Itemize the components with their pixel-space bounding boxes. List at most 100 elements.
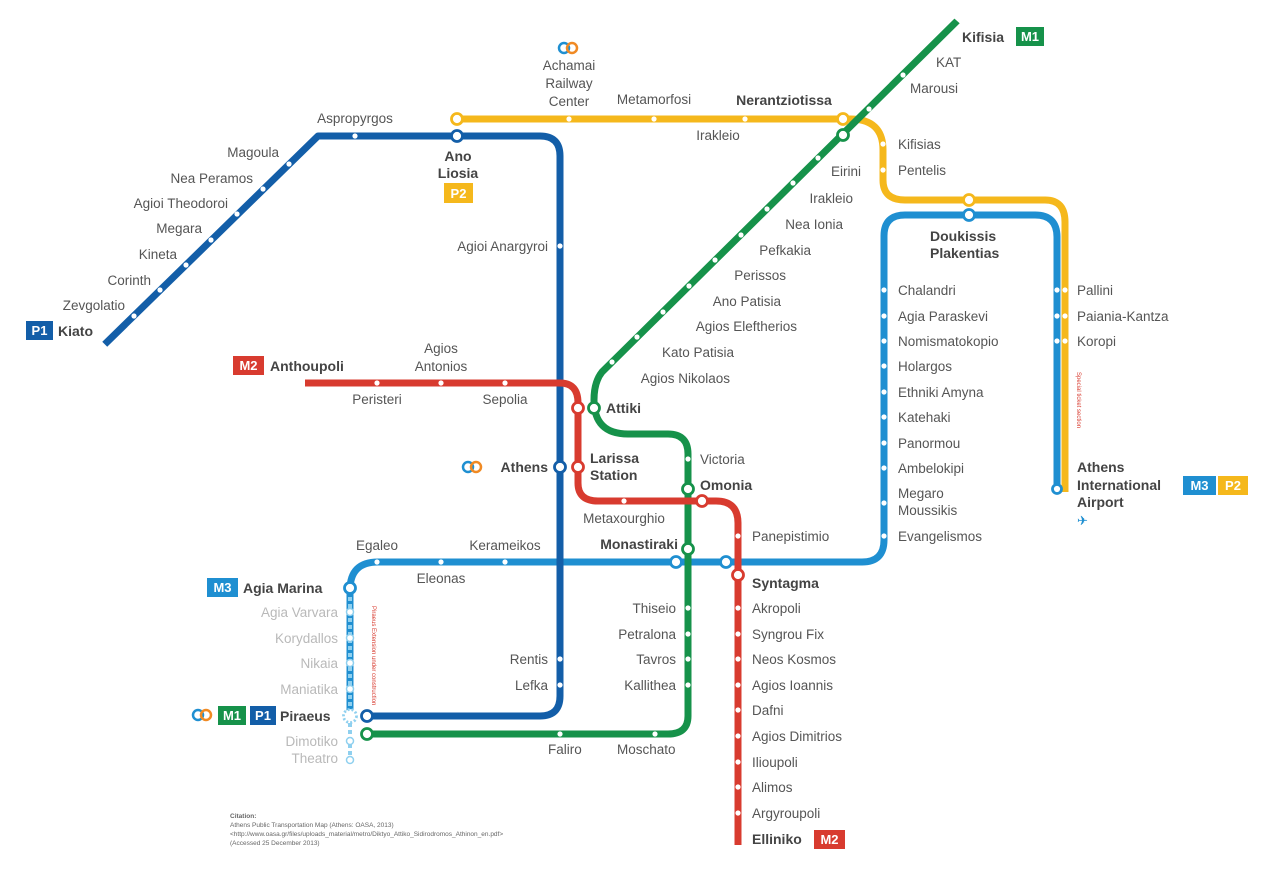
station-label: Zevgolatio [63,298,125,313]
station-label: Irakleio [809,191,853,206]
station-label: Kerameikos [469,538,541,553]
station-label: Eleonas [417,571,466,586]
svg-text:P1: P1 [32,323,48,338]
station-label: Aspropyrgos [317,111,393,126]
station-label: Kallithea [624,678,676,693]
station-label: Monastiraki [600,536,678,552]
station-label: Moussikis [898,503,958,518]
station-label: Koropi [1077,334,1116,349]
station-label: Dimotiko [285,734,338,749]
terminal-ticks [99,15,963,847]
svg-text:M3: M3 [213,580,231,595]
station-label: Kifisias [898,137,941,152]
station-label: Nerantziotissa [736,92,832,108]
svg-text:M1: M1 [223,708,241,723]
suburban-p1-line [101,132,564,720]
station-label: Holargos [898,359,952,374]
station-label: Agioi Theodoroi [134,196,228,211]
piraeus-extension-note: Piraeus Extension under construction [370,606,376,705]
svg-text:P1: P1 [255,708,271,723]
svg-text:M2: M2 [820,832,838,847]
interchange-rings [342,112,1063,741]
station-label: Doukissis [930,228,996,244]
station-label: Nea Ionia [785,217,843,232]
station-label: Antonios [415,359,468,374]
badge-m3-agia-marina: M3 [207,578,238,597]
station-label: Korydallos [275,631,338,646]
station-label: Larissa [590,450,639,466]
station-label: Agioi Anargyroi [457,239,548,254]
svg-text:(Accessed 25 December 2013): (Accessed 25 December 2013) [230,840,320,847]
badge-p1-kiato: P1 [26,321,53,340]
station-label: Airport [1077,494,1124,510]
station-label: Ilioupoli [752,755,798,770]
station-label: Rentis [510,652,549,667]
station-label: Paiania-Kantza [1077,309,1169,324]
station-label: Tavros [636,652,676,667]
station-label: Megaro [898,486,944,501]
station-label: Moschato [617,742,676,757]
station-label: Thiseio [632,601,676,616]
station-label: Syntagma [752,575,819,591]
station-dots [131,72,1068,816]
svg-text:M3: M3 [1190,478,1208,493]
svg-text:P2: P2 [451,186,467,201]
station-label: Pallini [1077,283,1113,298]
station-label: Eirini [831,164,861,179]
svg-text:P2: P2 [1225,478,1241,493]
suburban-yellow-line [457,115,1069,492]
station-label: Kiato [58,323,93,339]
station-label: Perissos [734,268,786,283]
station-label: Lefka [515,678,549,693]
station-label: Peristeri [352,392,402,407]
svg-text:M2: M2 [239,358,257,373]
station-label: KAT [936,55,961,70]
station-label: Megara [156,221,202,236]
station-label: Magoula [227,145,279,160]
station-label: Athens [501,459,549,475]
station-label: Plakentias [930,245,999,261]
badge-m1-piraeus: M1 [218,706,246,725]
station-label: Ano [444,148,471,164]
station-label: Dafni [752,703,784,718]
badge-p2-ano-liosia: P2 [444,183,473,203]
station-label: Omonia [700,477,752,493]
station-label: International [1077,477,1161,493]
station-label: Chalandri [898,283,956,298]
station-label: Alimos [752,780,793,795]
station-label: Ambelokipi [898,461,964,476]
station-label: Argyroupoli [752,806,820,821]
metro-line-1 [367,17,961,738]
station-label: Nomismatokopio [898,334,999,349]
station-label: Agios Dimitrios [752,729,842,744]
airplane-icon: ✈ [1077,514,1088,529]
metro-line-2 [305,379,742,846]
station-label: Faliro [548,742,582,757]
station-label: Egaleo [356,538,398,553]
metro-line-3 [346,211,1061,720]
station-label: Syngrou Fix [752,627,824,642]
station-label: Petralona [618,627,676,642]
station-label: Akropoli [752,601,801,616]
svg-text:M1: M1 [1021,29,1039,44]
station-label: Agios Nikolaos [641,371,731,386]
ose-railway-logo-icon [461,460,483,474]
ose-railway-logo-icon [191,708,213,722]
station-label: Agia Varvara [261,605,339,620]
station-label: Nikaia [300,656,338,671]
station-label: Nea Peramos [170,171,253,186]
station-label: Neos Kosmos [752,652,836,667]
badge-m3-airport: M3 [1183,476,1216,495]
badge-m2-elliniko: M2 [814,830,845,849]
station-label: Liosia [438,165,479,181]
badge-p1-piraeus: P1 [250,706,276,725]
station-label: Elliniko [752,831,802,847]
svg-text:Athens Public Transportation M: Athens Public Transportation Map (Athens… [230,822,394,829]
station-label: Theatro [291,751,338,766]
station-label: Kineta [139,247,178,262]
station-label: Kifisia [962,29,1004,45]
ose-railway-logo-icon [557,41,579,55]
station-label: Achamai [543,58,596,73]
station-label: Agia Marina [243,580,323,596]
